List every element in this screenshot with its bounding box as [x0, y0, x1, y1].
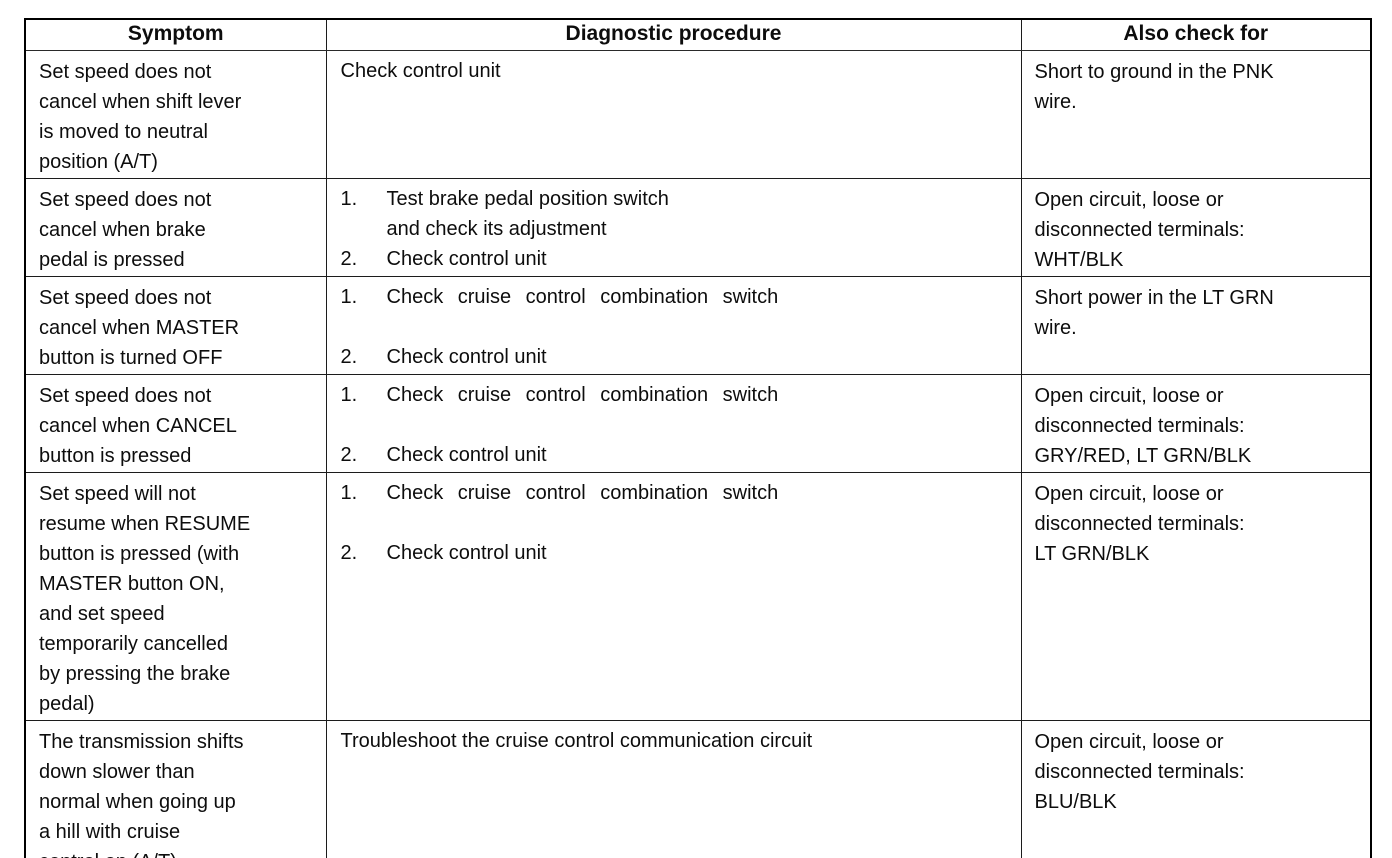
- step-text: Check control unit: [386, 444, 547, 466]
- step-text: Check cruise control combination switch: [386, 384, 779, 406]
- step-number: 1.: [340, 188, 358, 210]
- procedure-step: 1. Check cruise control combination switc…: [341, 478, 1011, 508]
- procedure-cell: 1. Check cruise control combination switc…: [325, 472, 1022, 721]
- step-text: Test brake pedal position switch: [386, 188, 669, 210]
- procedure-cell: Troubleshoot the cruise control communic…: [325, 720, 1022, 858]
- column-header-also-check-for: Also check for: [1020, 18, 1372, 51]
- step-number: 1.: [340, 286, 358, 308]
- step-number: 2.: [340, 248, 358, 270]
- procedure-step: 1. Test brake pedal position switch: [341, 184, 1011, 214]
- step-number: 2.: [340, 444, 358, 466]
- step-number: 2.: [340, 542, 358, 564]
- procedure-step: 2. Check control unit: [341, 440, 1011, 470]
- header-row: Symptom Diagnostic procedure Also check …: [24, 18, 1372, 51]
- step-number: 2.: [340, 346, 358, 368]
- procedure-step: 1. Check cruise control combination switc…: [341, 282, 1011, 312]
- procedure-text: Troubleshoot the cruise control communic…: [340, 730, 813, 752]
- column-header-symptom: Symptom: [24, 18, 327, 51]
- step-text: and check its adjustment: [386, 218, 607, 240]
- step-number: 1.: [340, 384, 358, 406]
- column-header-diagnostic-procedure: Diagnostic procedure: [325, 18, 1022, 51]
- procedure-step: 1. Check cruise control combination switc…: [341, 380, 1011, 410]
- procedure-step: 2. Check control unit: [341, 342, 1011, 372]
- procedure-cell: 1. Test brake pedal position switch and c…: [325, 178, 1022, 277]
- step-text: Check cruise control combination switch: [386, 286, 779, 308]
- procedure-step: 2. Check control unit: [341, 244, 1011, 274]
- procedure-cell: 1. Check cruise control combination switc…: [325, 276, 1022, 375]
- step-text: Check control unit: [386, 346, 547, 368]
- procedure-cell: Check control unit: [325, 50, 1022, 179]
- step-text: Check control unit: [386, 248, 547, 270]
- step-number: 1.: [340, 482, 358, 504]
- procedure-cell: 1. Check cruise control combination switc…: [325, 374, 1022, 473]
- diagnostic-table: Symptom Diagnostic procedure Also check …: [24, 18, 1372, 858]
- step-text: Check control unit: [386, 542, 547, 564]
- procedure-text: Check control unit: [340, 60, 501, 82]
- step-text: Check cruise control combination switch: [386, 482, 779, 504]
- procedure-step: 2. Check control unit: [341, 538, 1011, 568]
- procedure-step-continuation: and check its adjustment: [341, 214, 1011, 244]
